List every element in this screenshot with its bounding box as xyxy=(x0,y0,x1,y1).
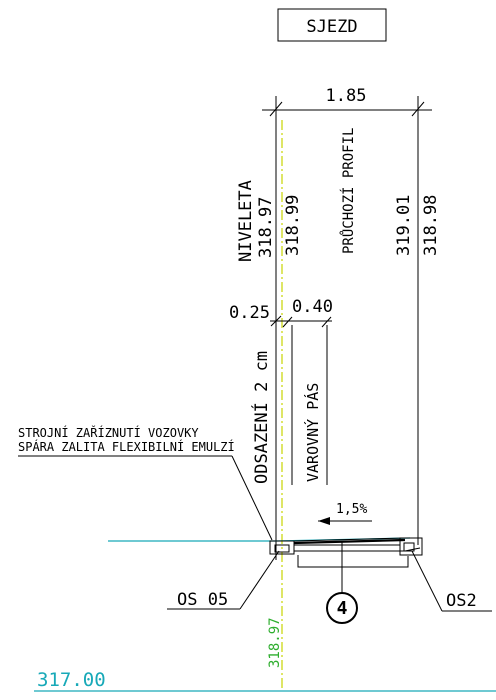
os-right-label: OS2 xyxy=(446,591,477,611)
title-box xyxy=(277,8,387,42)
os-left-label: OS 05 xyxy=(177,590,228,610)
varovny-pas-label: VAROVNÝ PÁS xyxy=(303,383,322,482)
note-line-1: STROJNÍ ZAŘÍZNUTÍ VOZOVKY xyxy=(18,425,199,440)
note-leader xyxy=(231,455,273,541)
left-elevation: 318.99 xyxy=(283,195,303,256)
detail-number: 4 xyxy=(337,598,348,619)
dimension-tick xyxy=(282,316,293,328)
right-elevation-2: 318.98 xyxy=(421,195,441,256)
detail-circle xyxy=(326,592,358,624)
dimension-tick xyxy=(270,315,282,327)
slope-label: 1,5% xyxy=(336,502,367,517)
strip-width-value: 0.40 xyxy=(292,297,333,317)
dimension-tick xyxy=(321,316,332,328)
niveleta-label: NIVELETA xyxy=(236,180,256,262)
left-offset-value: 0.25 xyxy=(229,303,270,323)
title-label: SJEZD xyxy=(306,17,357,37)
os-right-leader xyxy=(411,550,443,612)
profile-label: PRŮCHOZÍ PROFIL xyxy=(339,128,357,254)
note-line-2: SPÁRA ZALITA FLEXIBILNÍ EMULZÍ xyxy=(18,439,235,454)
niveleta-value: 318.97 xyxy=(256,197,276,258)
bottom-elevation: 318.97 xyxy=(267,617,283,668)
os-left-leader xyxy=(239,550,280,610)
section-body xyxy=(269,537,423,568)
right-elevation-1: 319.01 xyxy=(394,195,414,256)
top-dimension-value: 1.85 xyxy=(326,86,367,106)
datum-label: 317.00 xyxy=(37,669,106,691)
odsazeni-label: ODSAZENÍ 2 cm xyxy=(250,351,272,484)
slope-arrow-head xyxy=(318,517,330,525)
